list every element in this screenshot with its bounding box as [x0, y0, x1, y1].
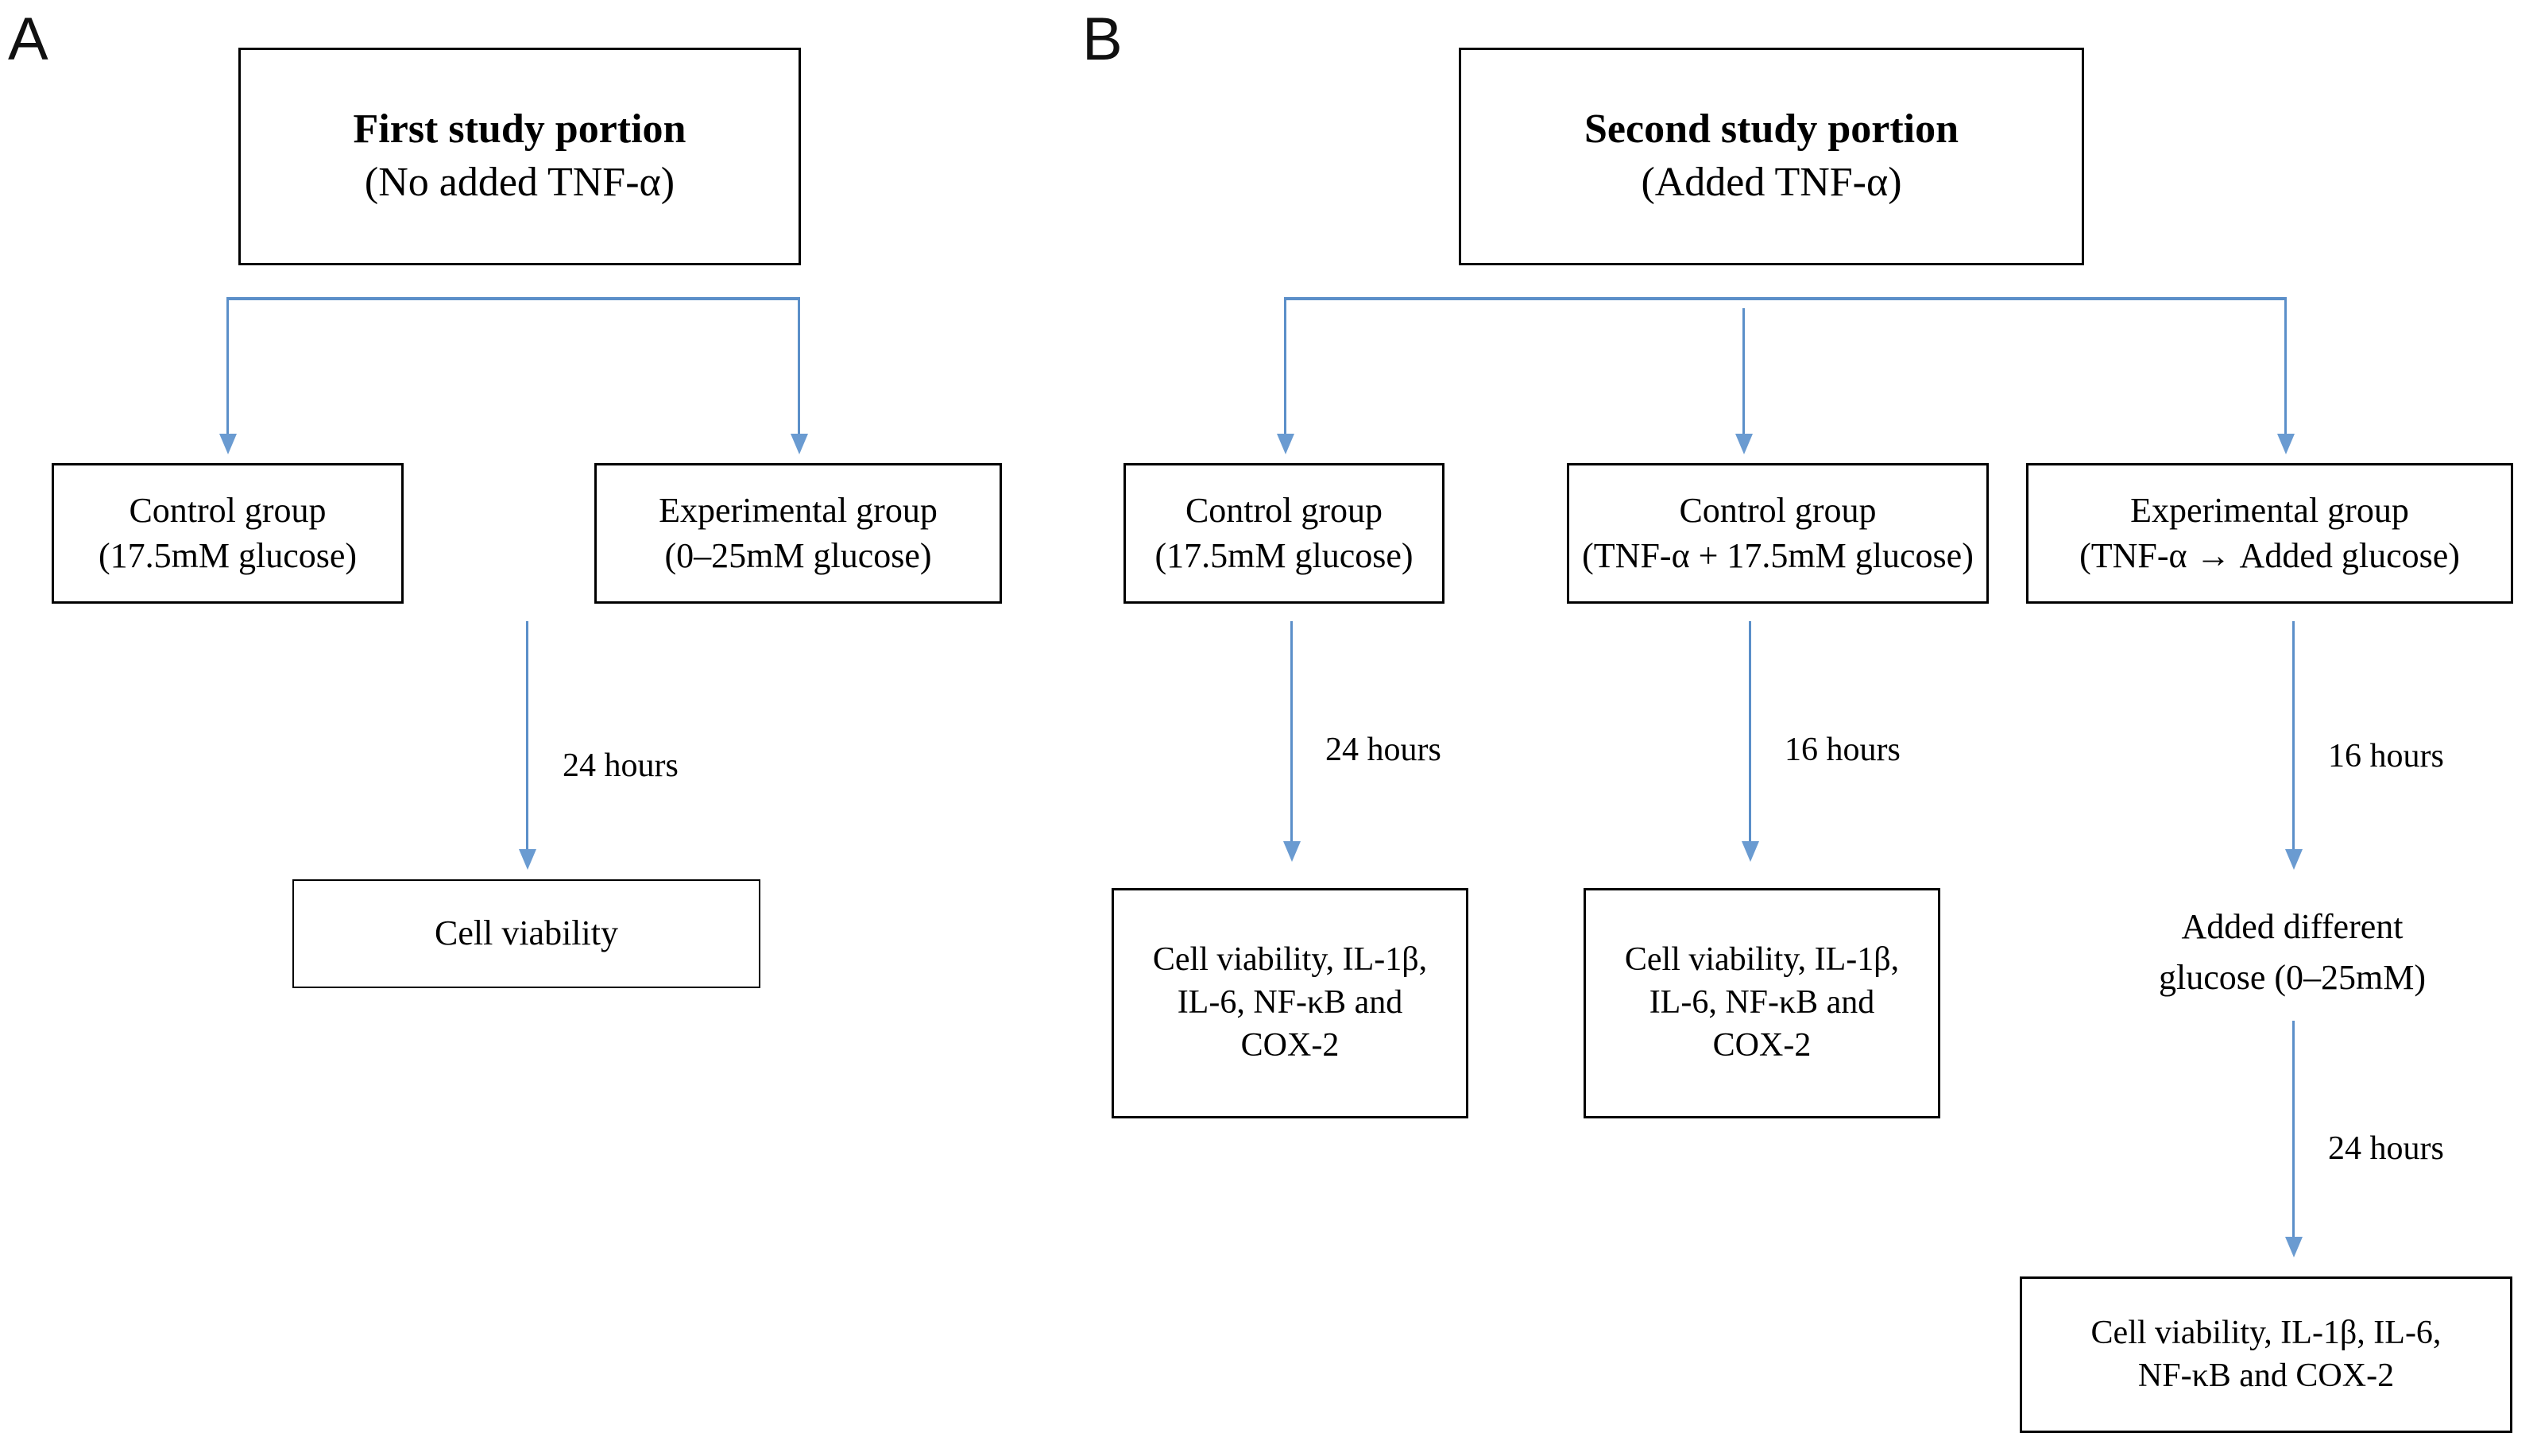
panel-b-arrow-2 [1735, 434, 1753, 454]
panel-b-branch1-vline [1290, 621, 1293, 844]
panel-letter-a: A [8, 6, 48, 73]
panel-b-branch3-arrow [2285, 849, 2303, 870]
panel-b-intermediate-text: Added different glucose (0–25mM) [2078, 902, 2507, 1003]
panel-b-outcome-box-2: Cell viability, IL-1β, IL-6, NF-κB and C… [1584, 888, 1940, 1118]
panel-a-arrow-left [219, 434, 237, 454]
panel-b-outcome-2-line-3: COX-2 [1712, 1026, 1812, 1064]
panel-b-branch2-duration: 16 hours [1785, 732, 1901, 768]
panel-a-branch-vline-left [226, 297, 229, 436]
panel-b-header-subtitle: (Added TNF-α) [1641, 160, 1902, 205]
panel-b-outcome-box-1: Cell viability, IL-1β, IL-6, NF-κB and C… [1112, 888, 1468, 1118]
panel-a-outcome-line-1: Cell viability [435, 913, 618, 953]
panel-b-branch3b-arrow [2285, 1237, 2303, 1257]
panel-a-group-box-experimental: Experimental group (0–25mM glucose) [594, 463, 1002, 604]
panel-b-branch3b-vline [2292, 1021, 2295, 1239]
panel-a-group-control-condition: (17.5mM glucose) [98, 535, 358, 575]
panel-b-branch1-arrow [1283, 841, 1301, 862]
panel-b-branch3b-duration: 24 hours [2328, 1130, 2444, 1167]
panel-b-group-3-name: Experimental group [2130, 491, 2409, 531]
panel-b-branch3-duration: 16 hours [2328, 738, 2444, 774]
panel-b-group-box-control-2: Control group (TNF-α + 17.5mM glucose) [1567, 463, 1989, 604]
panel-b-outcome-1-line-3: COX-2 [1240, 1026, 1340, 1064]
panel-b-branch-vline-1 [1284, 297, 1286, 436]
panel-b-final-outcome-line-1: Cell viability, IL-1β, IL-6, [2090, 1314, 2442, 1351]
panel-a-group-box-control: Control group (17.5mM glucose) [52, 463, 404, 604]
panel-b-intermediate-line-2: glucose (0–25mM) [2158, 957, 2427, 997]
panel-a-header-box: First study portion (No added TNF-α) [238, 48, 801, 265]
panel-letter-b: B [1082, 6, 1123, 73]
panel-b-group-box-control-1: Control group (17.5mM glucose) [1123, 463, 1444, 604]
panel-a-branch-hline [226, 297, 800, 300]
panel-b-header-box: Second study portion (Added TNF-α) [1459, 48, 2084, 265]
panel-b-outcome-2-line-1: Cell viability, IL-1β, [1624, 941, 1900, 979]
panel-a-outcome-arrow [519, 849, 536, 870]
panel-a-header-title: First study portion [353, 106, 686, 153]
panel-b-final-outcome-box: Cell viability, IL-1β, IL-6, NF-κB and C… [2020, 1276, 2512, 1433]
panel-b-group-1-condition: (17.5mM glucose) [1154, 535, 1414, 575]
panel-b-group-box-experimental: Experimental group (TNF-α → Added glucos… [2026, 463, 2513, 604]
panel-a-header-subtitle: (No added TNF-α) [364, 160, 675, 205]
panel-b-final-outcome-line-2: NF-κB and COX-2 [2137, 1357, 2395, 1394]
panel-a-group-experimental-condition: (0–25mM glucose) [664, 535, 932, 575]
panel-b-branch-vline-3 [2284, 297, 2287, 436]
panel-b-outcome-2-line-2: IL-6, NF-κB and [1649, 984, 1875, 1022]
panel-b-group-2-condition: (TNF-α + 17.5mM glucose) [1582, 535, 1974, 575]
panel-b-outcome-1-line-1: Cell viability, IL-1β, [1152, 941, 1428, 979]
panel-a-group-control-name: Control group [129, 491, 327, 531]
panel-b-branch2-vline [1749, 621, 1751, 844]
panel-a-arrow-right [791, 434, 808, 454]
panel-b-group-3-condition: (TNF-α → Added glucose) [2079, 535, 2460, 575]
panel-b-branch1-duration: 24 hours [1325, 732, 1441, 768]
panel-b-branch2-arrow [1742, 841, 1759, 862]
panel-a-outcome-vline [526, 621, 528, 852]
panel-b-branch-vline-2 [1742, 308, 1745, 436]
panel-b-arrow-1 [1277, 434, 1294, 454]
panel-b-branch3-vline [2292, 621, 2295, 852]
panel-a-outcome-box-cell-viability: Cell viability [292, 879, 760, 988]
panel-a-group-experimental-name: Experimental group [659, 491, 938, 531]
panel-b-group-1-name: Control group [1185, 491, 1383, 531]
panel-b-branch-hline [1284, 297, 2287, 300]
panel-b-arrow-3 [2277, 434, 2295, 454]
panel-b-intermediate-line-1: Added different [2181, 907, 2404, 946]
panel-a-duration-label: 24 hours [563, 747, 679, 784]
panel-b-header-title: Second study portion [1584, 106, 1959, 153]
panel-a-branch-vline-right [798, 297, 800, 436]
panel-b-group-2-name: Control group [1679, 491, 1877, 531]
panel-b-outcome-1-line-2: IL-6, NF-κB and [1177, 984, 1403, 1022]
